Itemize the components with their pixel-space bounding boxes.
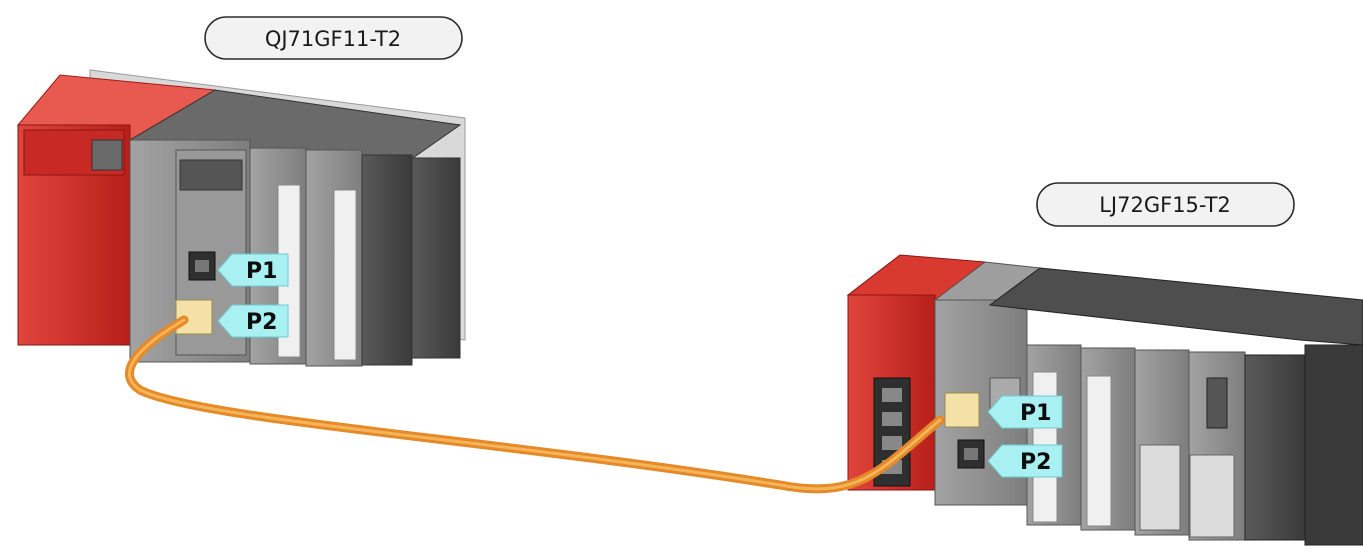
left-module-label: QJ71GF11-T2 <box>265 27 401 51</box>
right-end-module <box>1245 355 1305 540</box>
right-p2-tag: P2 <box>988 445 1062 477</box>
left-io-module-4 <box>412 158 460 358</box>
right-p2-label: P2 <box>1020 450 1051 475</box>
right-p1-label: P1 <box>1020 401 1051 426</box>
left-p2-tag: P2 <box>218 305 288 337</box>
left-p2-label: P2 <box>246 310 277 335</box>
right-plc-rack <box>848 255 1363 545</box>
left-p1-tag: P1 <box>218 254 288 286</box>
right-p1-connector <box>945 393 979 427</box>
right-module-label-pill: LJ72GF15-T2 <box>1037 183 1294 226</box>
left-p1-label: P1 <box>246 259 277 284</box>
left-io-module-3 <box>362 155 412 365</box>
right-module-label: LJ72GF15-T2 <box>1099 193 1231 217</box>
right-p1-tag: P1 <box>988 396 1062 428</box>
left-module-label-pill: QJ71GF11-T2 <box>205 17 462 59</box>
right-module-tops <box>990 268 1363 345</box>
